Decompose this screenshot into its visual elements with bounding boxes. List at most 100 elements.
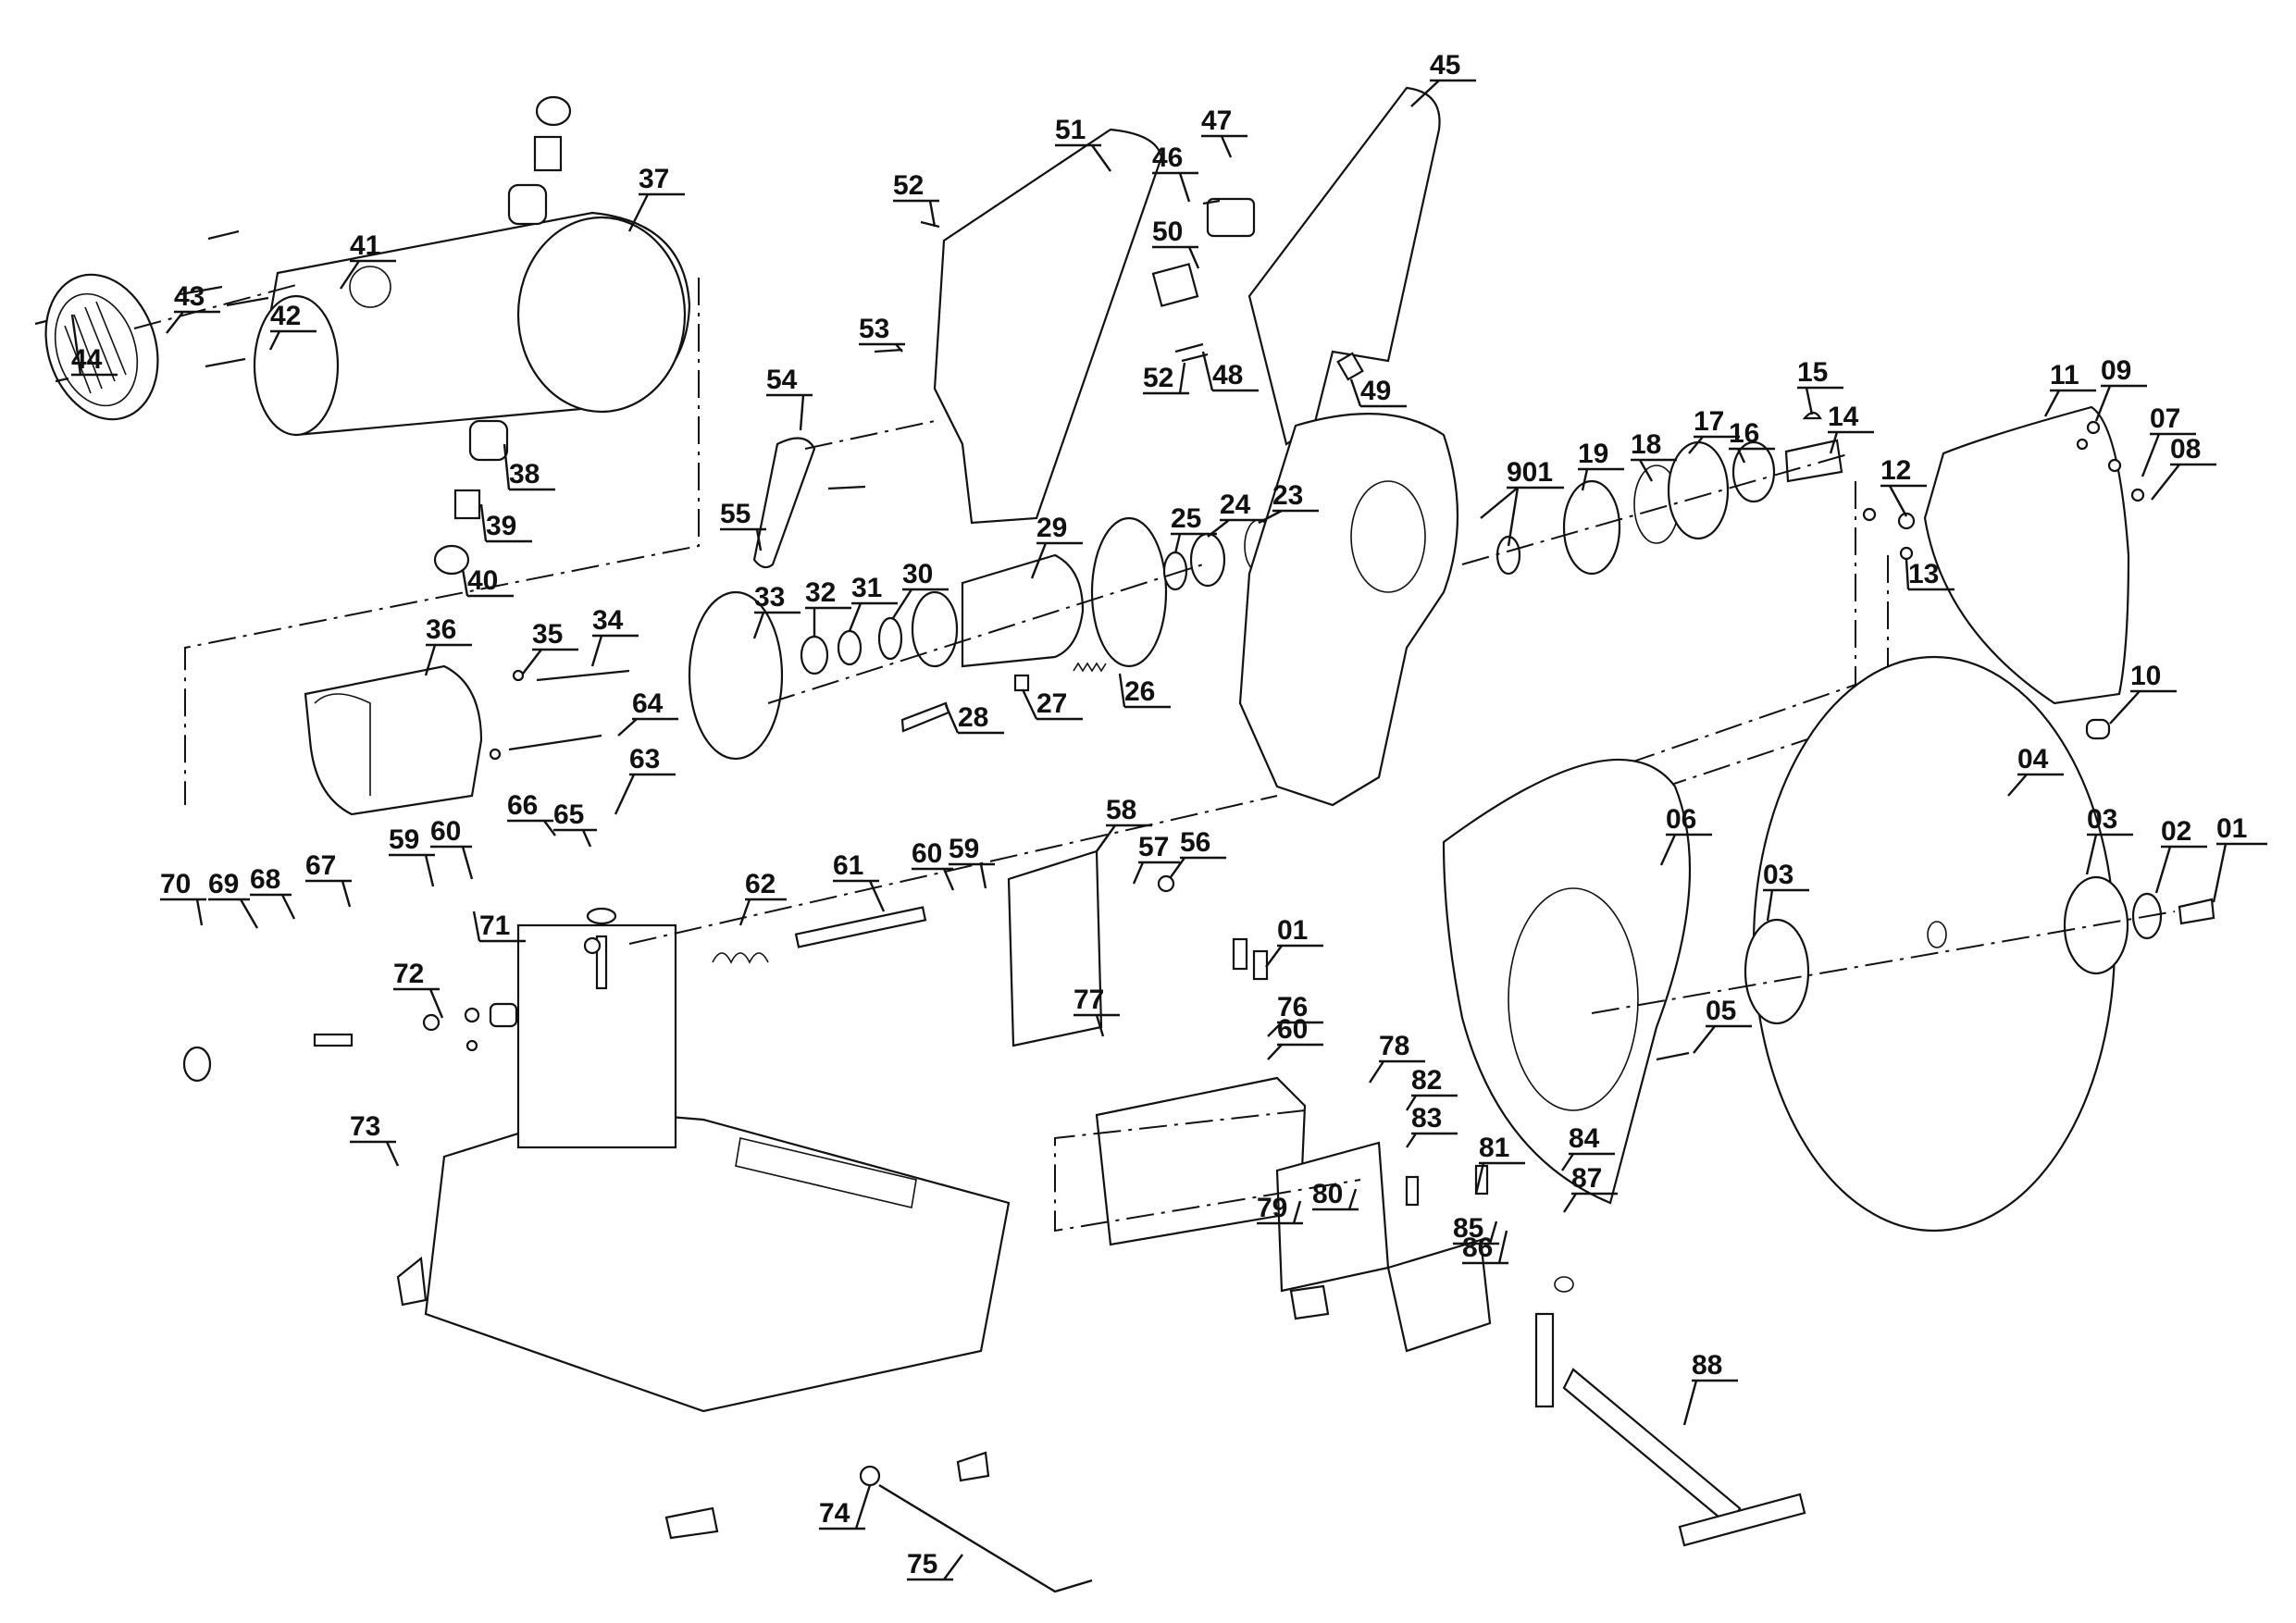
callout-38: 38 bbox=[503, 443, 555, 491]
callout-60-vise: 60 bbox=[1267, 1014, 1323, 1060]
callout-49: 49 bbox=[1349, 376, 1407, 408]
ring bbox=[1554, 1276, 1574, 1293]
svg-text:06: 06 bbox=[1666, 804, 1696, 835]
callout-59-left: 59 bbox=[389, 824, 435, 887]
screw bbox=[34, 319, 47, 326]
callout-52-bottom: 52 bbox=[1143, 362, 1189, 395]
washer bbox=[489, 748, 502, 761]
callout-52-top: 52 bbox=[893, 170, 939, 228]
callout-10: 10 bbox=[2109, 661, 2177, 725]
callout-39: 39 bbox=[479, 503, 532, 543]
screw bbox=[55, 377, 69, 383]
svg-text:70: 70 bbox=[160, 869, 191, 899]
screw bbox=[920, 220, 940, 229]
handle-group bbox=[752, 86, 1441, 569]
callout-01-vise: 01 bbox=[1265, 915, 1323, 968]
key bbox=[1802, 411, 1822, 420]
svg-text:61: 61 bbox=[833, 850, 863, 881]
svg-text:83: 83 bbox=[1411, 1103, 1442, 1134]
callout-69: 69 bbox=[208, 869, 259, 929]
svg-text:76: 76 bbox=[1277, 992, 1308, 1022]
callout-75: 75 bbox=[907, 1549, 963, 1581]
svg-text:84: 84 bbox=[1569, 1123, 1600, 1154]
callout-32: 32 bbox=[805, 577, 851, 637]
callouts: 01 02 03 03 04 05 06 07 08 09 10 11 12 1… bbox=[70, 50, 2267, 1581]
callout-46: 46 bbox=[1152, 142, 1198, 203]
screw bbox=[207, 229, 240, 241]
bearing bbox=[1731, 440, 1776, 503]
cover-plate bbox=[1007, 849, 1103, 1047]
callout-30: 30 bbox=[891, 559, 949, 619]
blade-group bbox=[1442, 655, 2215, 1233]
callout-02: 02 bbox=[2154, 816, 2207, 894]
svg-text:03: 03 bbox=[1763, 860, 1793, 890]
screw bbox=[508, 734, 602, 751]
brush-cap-top bbox=[535, 95, 572, 127]
handle-half-left bbox=[933, 128, 1163, 525]
svg-text:36: 36 bbox=[426, 614, 456, 645]
callout-09: 09 bbox=[2094, 355, 2147, 422]
svg-text:01: 01 bbox=[1277, 915, 1308, 946]
svg-text:05: 05 bbox=[1706, 996, 1736, 1026]
callout-41: 41 bbox=[340, 230, 396, 290]
brush-holder bbox=[468, 419, 509, 462]
svg-text:59: 59 bbox=[949, 834, 979, 864]
svg-text:09: 09 bbox=[2101, 355, 2131, 386]
svg-text:28: 28 bbox=[958, 702, 988, 733]
svg-text:74: 74 bbox=[819, 1498, 850, 1529]
screw bbox=[827, 485, 866, 490]
svg-text:55: 55 bbox=[720, 499, 751, 529]
svg-text:79: 79 bbox=[1257, 1193, 1287, 1223]
callout-77: 77 bbox=[1074, 985, 1120, 1037]
svg-text:53: 53 bbox=[859, 314, 889, 344]
callout-29: 29 bbox=[1030, 513, 1083, 579]
callout-12: 12 bbox=[1880, 455, 1927, 517]
spacer bbox=[586, 907, 617, 925]
bearing bbox=[1189, 532, 1226, 588]
callout-50: 50 bbox=[1152, 217, 1200, 269]
callout-53: 53 bbox=[859, 314, 905, 353]
callout-19: 19 bbox=[1578, 439, 1624, 491]
callout-88: 88 bbox=[1682, 1350, 1738, 1426]
callout-24: 24 bbox=[1207, 489, 1266, 538]
svg-text:42: 42 bbox=[270, 301, 301, 331]
svg-text:52: 52 bbox=[1143, 363, 1173, 393]
guard-cover-group bbox=[1480, 405, 2145, 1036]
callout-36: 36 bbox=[424, 614, 472, 676]
svg-text:13: 13 bbox=[1908, 559, 1939, 589]
screw bbox=[2107, 458, 2122, 473]
svg-text:25: 25 bbox=[1171, 503, 1201, 534]
callout-56: 56 bbox=[1170, 827, 1226, 878]
switch bbox=[1206, 197, 1256, 238]
callout-37: 37 bbox=[627, 164, 685, 232]
svg-text:11: 11 bbox=[2050, 360, 2079, 390]
hex-key bbox=[878, 1483, 1093, 1593]
svg-text:14: 14 bbox=[1828, 402, 1859, 432]
svg-text:69: 69 bbox=[208, 869, 239, 899]
motor-housing-group bbox=[34, 95, 700, 805]
brush-cap bbox=[433, 544, 470, 576]
svg-text:17: 17 bbox=[1694, 406, 1724, 437]
stator bbox=[304, 664, 483, 816]
callout-83: 83 bbox=[1406, 1103, 1458, 1148]
svg-text:32: 32 bbox=[805, 577, 836, 608]
nut bbox=[1899, 546, 1914, 561]
callout-03-outer: 03 bbox=[2085, 804, 2133, 875]
svg-text:63: 63 bbox=[629, 744, 660, 774]
screw bbox=[874, 348, 903, 353]
motor-housing bbox=[253, 211, 691, 437]
svg-text:60: 60 bbox=[912, 838, 942, 869]
screw bbox=[205, 357, 246, 368]
svg-text:43: 43 bbox=[174, 281, 205, 312]
svg-text:15: 15 bbox=[1797, 357, 1828, 388]
callout-14: 14 bbox=[1828, 402, 1874, 454]
svg-text:12: 12 bbox=[1880, 455, 1911, 486]
svg-text:18: 18 bbox=[1631, 429, 1661, 460]
screw bbox=[1157, 874, 1175, 893]
callout-42: 42 bbox=[268, 301, 316, 351]
screw bbox=[2130, 488, 2145, 502]
callout-44: 44 bbox=[70, 314, 118, 377]
cutting-disc bbox=[1752, 655, 2116, 1233]
lead-screw-nut bbox=[1534, 1312, 1555, 1408]
